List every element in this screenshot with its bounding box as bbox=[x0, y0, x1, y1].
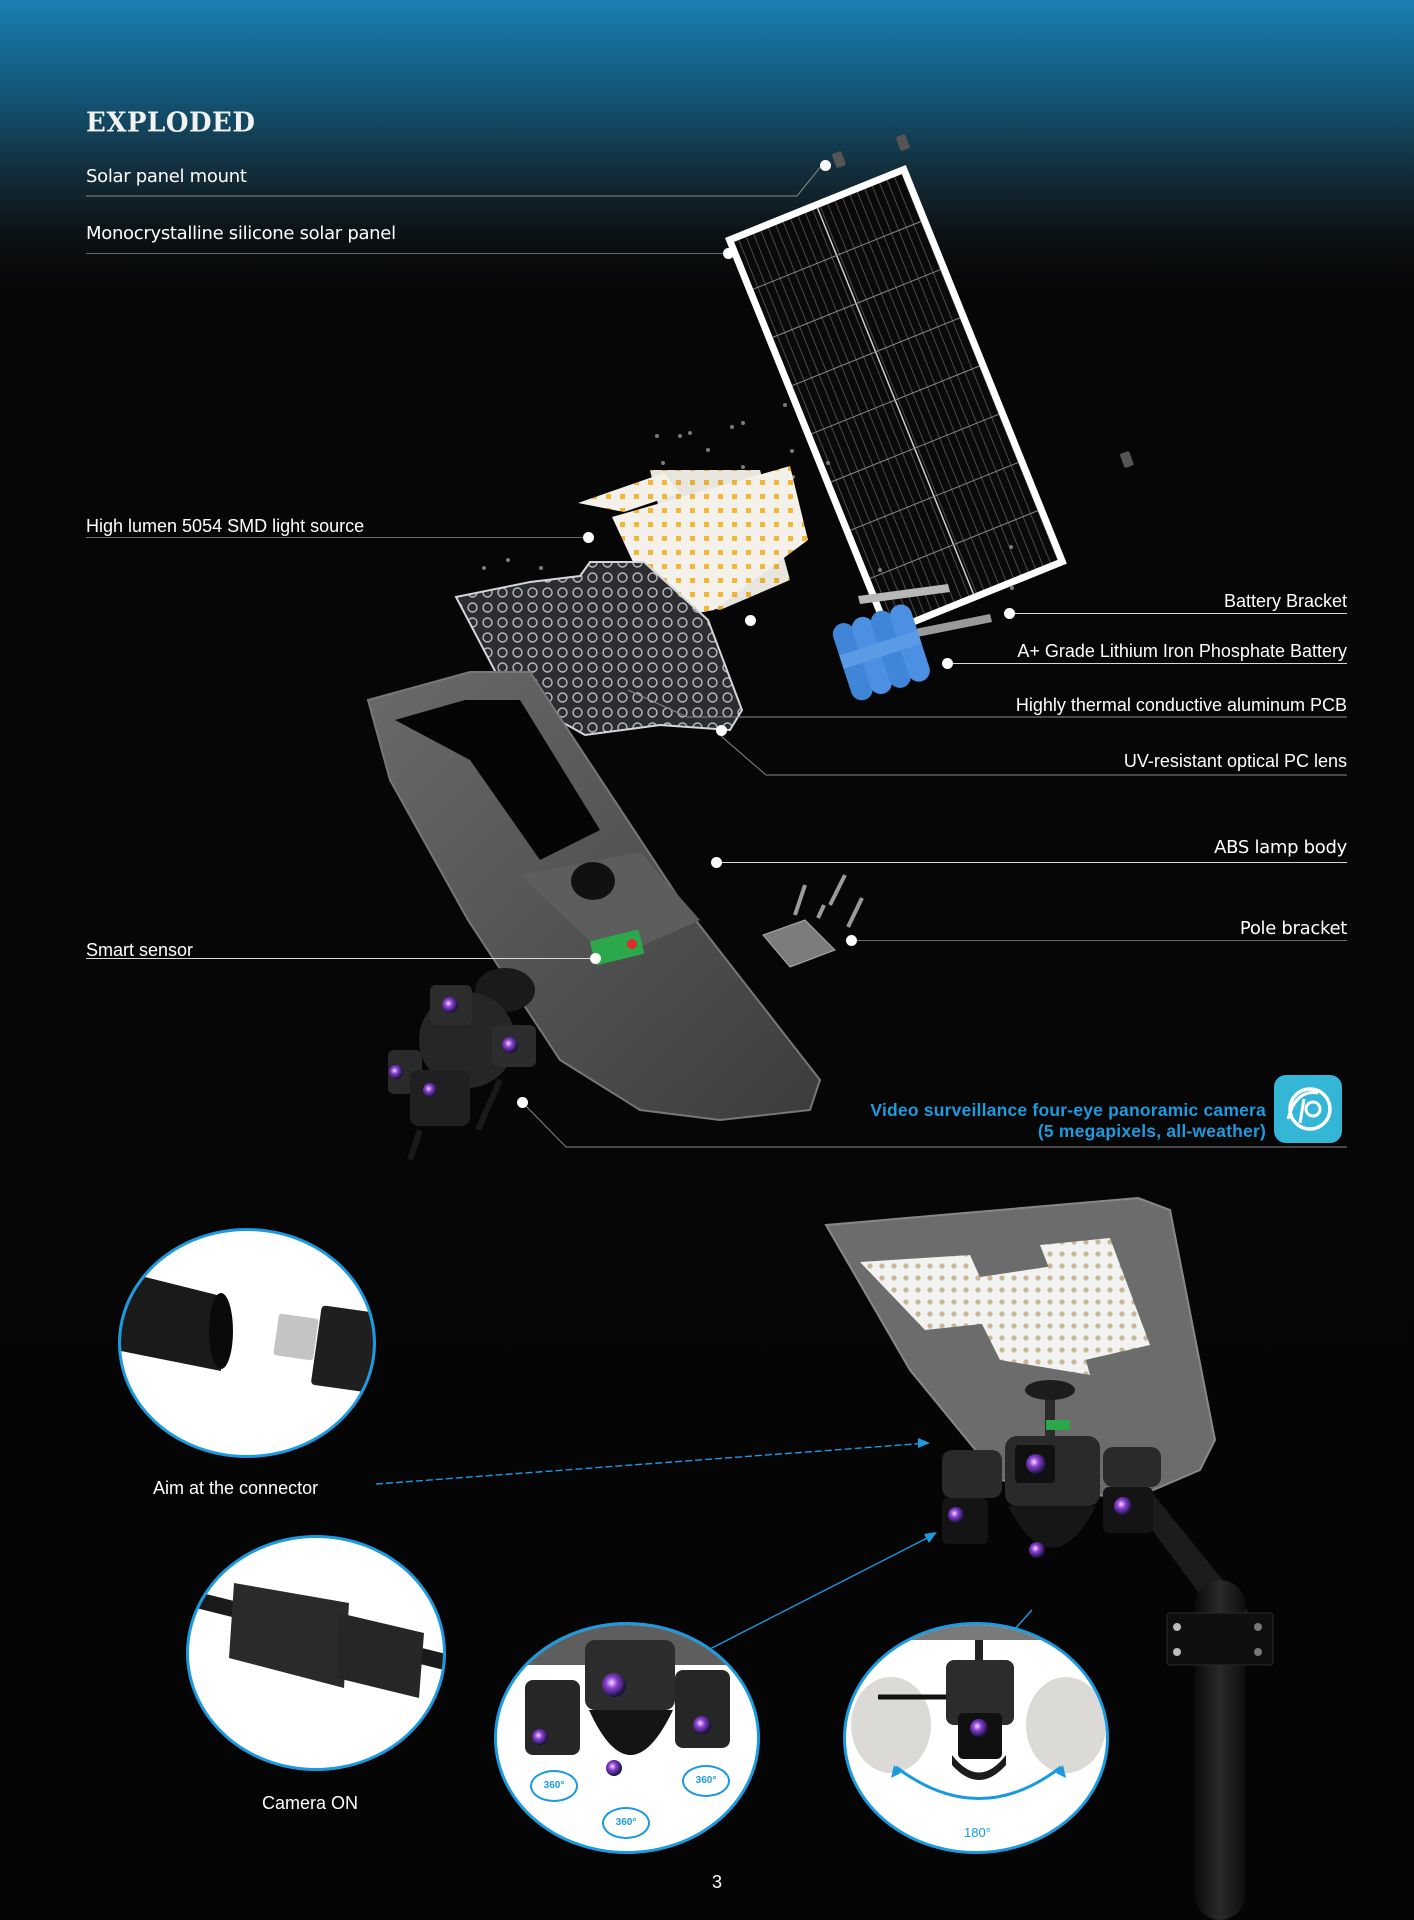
leader-pole-bracket bbox=[852, 940, 1347, 941]
tilt-detail-circle: 180° bbox=[843, 1622, 1109, 1854]
label-lamp-body: ABS lamp body bbox=[1214, 837, 1347, 858]
label-pole-bracket: Pole bracket bbox=[1239, 918, 1347, 939]
leader-light-source bbox=[86, 537, 586, 538]
solar-panel-mount-clips bbox=[832, 134, 1134, 468]
label-pc-lens: UV-resistant optical PC lens bbox=[1123, 751, 1347, 771]
pole-bracket-graphic bbox=[762, 874, 864, 968]
label-battery-bracket: Battery Bracket bbox=[1223, 591, 1347, 611]
rotation-detail-circle: 360° 360° 360° bbox=[494, 1622, 760, 1854]
leader-lamp-body bbox=[717, 862, 1347, 863]
callout-dot-pcb bbox=[745, 615, 756, 626]
tilt-angle-label: 180° bbox=[964, 1825, 991, 1840]
leader-solar-panel bbox=[86, 253, 726, 254]
callout-dot-camera bbox=[517, 1097, 528, 1108]
exploded-camera-graphic bbox=[388, 968, 536, 1161]
callout-dot-smart-sensor bbox=[590, 953, 601, 964]
section-title: EXPLODED bbox=[86, 107, 256, 139]
label-pcb: Highly thermal conductive aluminum PCB bbox=[1015, 695, 1347, 715]
callout-dot-solar-panel bbox=[723, 248, 734, 259]
callout-dot-pole-bracket bbox=[846, 935, 857, 946]
label-solar-panel-mount: Solar panel mount bbox=[86, 166, 247, 187]
callout-dot-battery-bracket bbox=[1004, 608, 1015, 619]
connector-caption: Aim at the connector bbox=[153, 1478, 319, 1498]
camera-on-caption: Camera ON bbox=[262, 1793, 359, 1813]
leader-smart-sensor bbox=[86, 958, 594, 959]
rotation-badge-right: 360° bbox=[682, 1765, 730, 1797]
rotation-badge-left: 360° bbox=[530, 1770, 578, 1802]
solar-panel-graphic bbox=[725, 164, 1067, 637]
leader-lines bbox=[86, 159, 1347, 1148]
label-battery: A+ Grade Lithium Iron Phosphate Battery bbox=[1017, 641, 1347, 661]
eye-camera-app-icon bbox=[1274, 1075, 1342, 1143]
battery-graphic bbox=[832, 604, 930, 701]
label-light-source: High lumen 5054 SMD light source bbox=[86, 516, 365, 536]
leader-battery bbox=[950, 663, 1347, 664]
callout-dot-light-source bbox=[583, 532, 594, 543]
label-solar-panel: Monocrystalline silicone solar panel bbox=[86, 223, 396, 244]
rotation-badge-center: 360° bbox=[602, 1807, 650, 1839]
lamp-body-graphic bbox=[366, 671, 822, 1122]
leader-battery-bracket bbox=[1011, 613, 1347, 614]
callout-dot-solar-panel-mount bbox=[820, 160, 831, 171]
callout-dot-pc-lens bbox=[716, 725, 727, 736]
callout-dot-lamp-body bbox=[711, 857, 722, 868]
callout-dot-battery bbox=[942, 658, 953, 669]
camera-on-detail-circle bbox=[186, 1535, 446, 1771]
camera-label-line1: Video surveillance four-eye panoramic ca… bbox=[870, 1100, 1266, 1120]
connector-detail-circle bbox=[118, 1228, 376, 1458]
assembled-lamp-graphic bbox=[824, 1196, 1274, 1920]
page-number: 3 bbox=[712, 1872, 723, 1892]
pointer-lines bbox=[375, 1438, 1033, 1652]
camera-label-line2: (5 megapixels, all-weather) bbox=[1037, 1121, 1266, 1141]
label-smart-sensor: Smart sensor bbox=[86, 940, 194, 960]
label-camera: Video surveillance four-eye panoramic ca… bbox=[870, 1100, 1266, 1142]
